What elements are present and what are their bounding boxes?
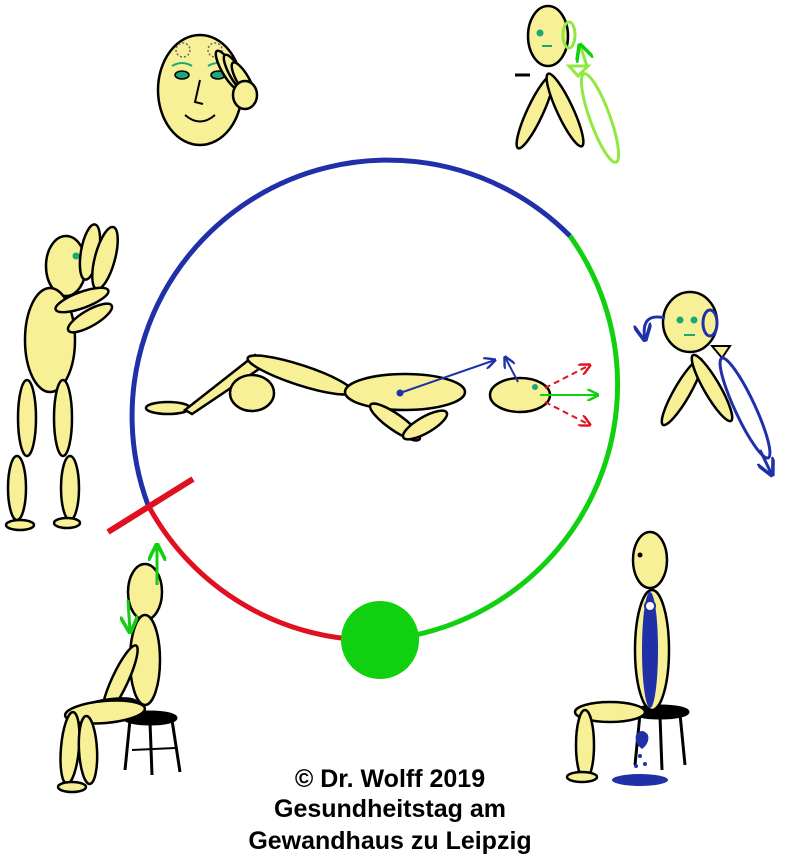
head	[631, 530, 669, 590]
thigh-left	[16, 378, 38, 458]
blue-ear-ring	[701, 308, 719, 338]
head	[661, 290, 719, 354]
eye-right	[690, 316, 698, 324]
lying-foot	[144, 400, 192, 416]
right-arm	[545, 72, 585, 148]
right-arm	[690, 353, 734, 423]
head-tilt-arrows-blue	[644, 308, 777, 475]
head-tilt-figure-green	[515, 4, 585, 150]
seated-figure-right	[565, 530, 690, 784]
nose	[193, 79, 204, 105]
stool-left	[122, 710, 182, 776]
red-arrow-down	[544, 401, 590, 425]
seated-left-arrows	[128, 545, 157, 632]
shin-2	[77, 714, 99, 786]
lying-forearm	[401, 409, 449, 441]
cycle-arc-blue	[129, 157, 572, 506]
forearm	[66, 302, 114, 334]
green-pull-arrow	[580, 45, 587, 67]
eye	[637, 552, 643, 558]
arm-highlight	[642, 592, 658, 708]
green-ear-ring	[561, 20, 577, 50]
eye-left	[174, 70, 190, 80]
cycle-arc-green	[379, 234, 621, 643]
head-tilt-figure-blue	[660, 290, 734, 427]
blue-turn-arrow	[644, 315, 666, 340]
blue-arrow-pull	[399, 360, 495, 394]
eye	[72, 252, 80, 260]
standing-figure	[4, 223, 119, 532]
event-caption-line1: Gesundheitstag am	[274, 795, 506, 823]
eyebrow-left	[171, 62, 193, 67]
red-arrow-up	[544, 365, 590, 389]
pressure-point-right	[207, 42, 223, 58]
lying-figure	[144, 353, 552, 442]
blue-arm-arrow	[760, 449, 772, 475]
foot-right	[52, 516, 82, 530]
shin-left	[6, 454, 28, 522]
lying-eye	[532, 384, 538, 390]
foot	[565, 770, 599, 784]
green-arrow-down	[128, 599, 130, 632]
red-cross-bar	[106, 476, 195, 535]
shin-right	[59, 454, 81, 522]
thigh	[573, 700, 647, 724]
lying-arrows	[396, 357, 599, 425]
eye	[536, 29, 544, 37]
face-eye-massage-figure	[156, 33, 259, 147]
shoulder-point	[644, 600, 656, 612]
mouth	[184, 114, 216, 123]
seated-figure-left	[56, 562, 182, 794]
pressure-point-left	[175, 42, 191, 58]
cycle-circle	[106, 157, 621, 679]
torso	[23, 286, 77, 394]
palm	[231, 79, 259, 111]
head	[526, 4, 570, 68]
face	[156, 33, 244, 147]
blue-arrow-head-up	[505, 357, 519, 383]
eye-left	[676, 316, 684, 324]
copyright-caption: © Dr. Wolff 2019	[294, 765, 486, 793]
blue-pivot-dot	[396, 389, 404, 397]
green-triangle	[565, 64, 592, 79]
foot	[56, 780, 88, 794]
thigh-right	[52, 378, 74, 458]
foot-left	[4, 518, 36, 532]
event-caption-line2: Gewandhaus zu Leipzig	[248, 827, 532, 855]
head-tilt-arrows-green	[561, 20, 621, 164]
green-arm-outline	[579, 72, 621, 164]
puddle	[612, 774, 668, 786]
collar-triangle	[709, 345, 732, 360]
upper-arm	[54, 286, 110, 314]
green-dot	[341, 601, 419, 679]
hand-drip	[635, 731, 649, 749]
cycle-arc-red	[145, 503, 381, 643]
seated-right-water	[612, 731, 668, 786]
lying-knee-roll	[228, 373, 276, 413]
